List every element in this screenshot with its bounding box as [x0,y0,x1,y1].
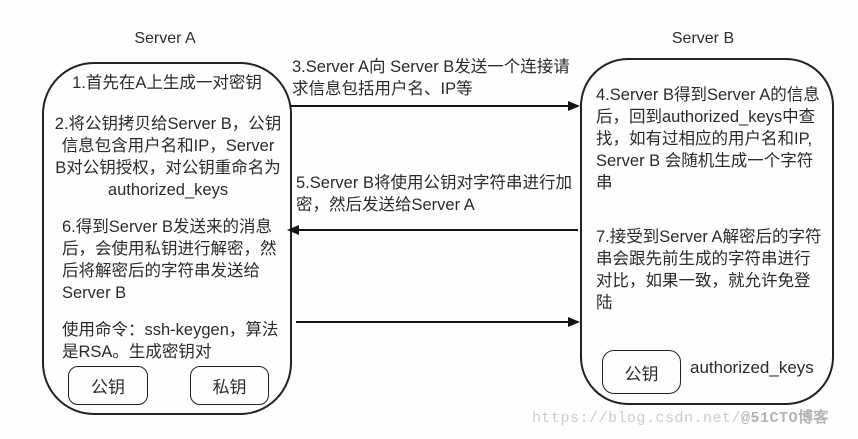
step-6-text: 6.得到Server B发送来的消息后，会使用私钥进行解密，然后将解密后的字符串… [62,218,277,302]
authorized-keys-label: authorized_keys [690,358,814,377]
step-3-text: 3.Server A向 Server B发送一个连接请求信息包括用户名、IP等 [292,58,570,98]
step-4-text: 4.Server B得到Server A的信息后，回到authorized_ke… [596,86,820,192]
step-5-text: 5.Server B将使用公钥对字符串进行加密，然后发送给Server A [296,174,572,214]
private-key-box-a: 私钥 [190,366,269,405]
public-key-box-b: 公钥 [602,350,681,394]
watermark-badge: @51CTO博客 [741,410,830,427]
server-b-title: Server B [671,30,735,47]
server-a-title: Server A [134,30,196,47]
step-1-text: 1.首先在A上生成一对密钥 [72,74,262,92]
step-7-text: 7.接受到Server A解密后的字符串会跟先前生成的字符串进行对比，如果一致，… [596,228,822,312]
watermark: https://blog.csdn.net/@51CTO博客 [532,406,829,427]
public-key-box-a: 公钥 [68,366,148,405]
arrow-step3-request-right [290,101,580,111]
step-2-text: 2.将公钥拷贝给Server B，公钥信息包含用户名和IP，Server B对公… [54,115,282,199]
server-b-box [580,58,834,405]
command-text: 使用命令：ssh-keygen，算法是RSA。生成密钥对 [62,321,279,361]
watermark-url: https://blog.csdn.net/ [532,410,742,427]
arrow-step6-send-right [296,317,580,327]
server-a-box [42,62,292,415]
arrow-step5-response-left [287,225,578,235]
